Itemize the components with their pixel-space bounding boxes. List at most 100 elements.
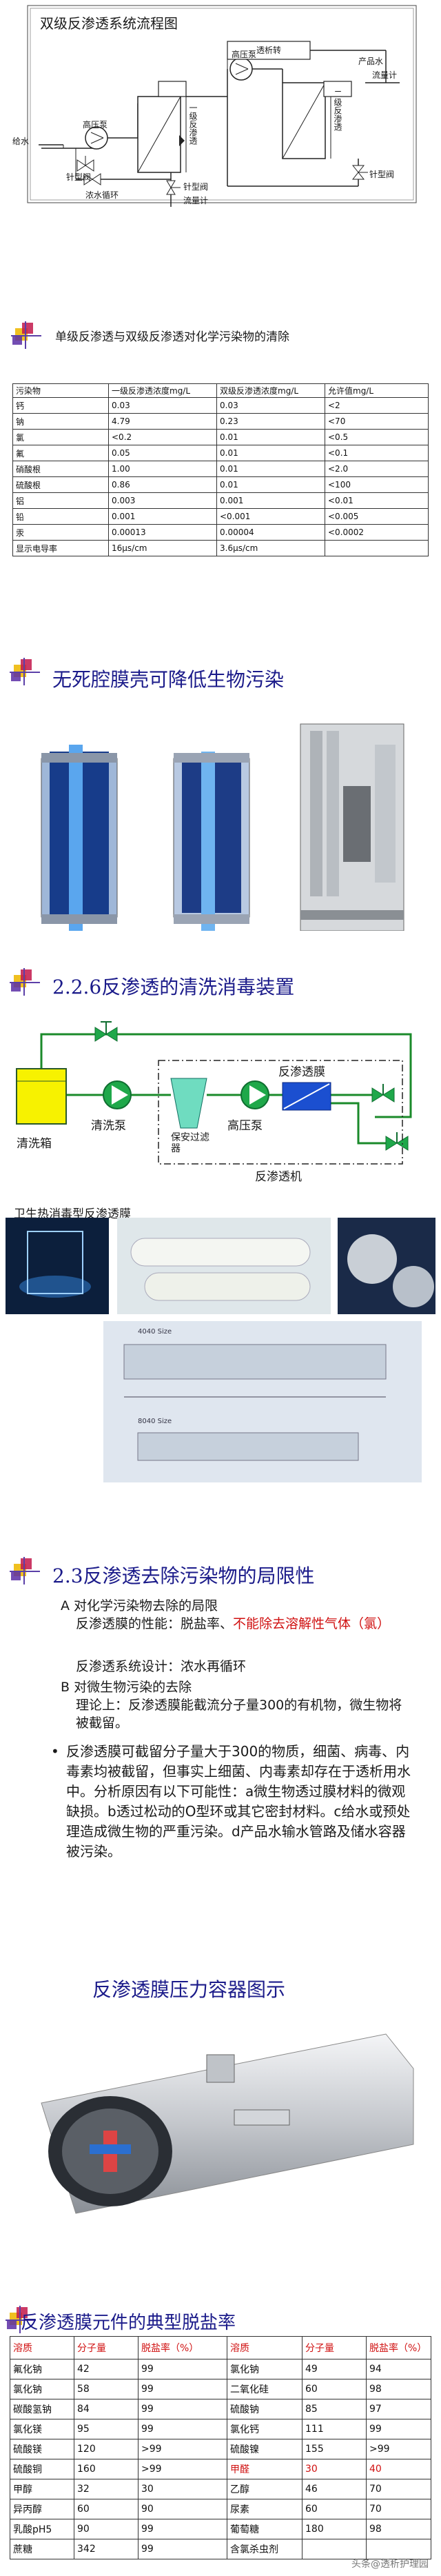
bullet-decoration xyxy=(10,658,40,685)
label-hp-pump1: 高压泵 xyxy=(83,120,108,130)
table-header: 脱盐率（%） xyxy=(138,2336,227,2359)
table-cell: 硫酸铜 xyxy=(10,2459,74,2479)
housing-images xyxy=(41,723,404,931)
watermark: 头条@透析护理园 xyxy=(351,2559,429,2570)
limits-b-line1: 理论上：反渗透膜能截流分子量300的有机物，微生物将被截留。 xyxy=(76,1698,402,1731)
table-cell: 98 xyxy=(366,2519,431,2539)
table-cell: 显示电导率 xyxy=(12,540,109,556)
table-cell: 342 xyxy=(74,2539,139,2559)
sanitary-images xyxy=(6,1218,435,1482)
label-tank: 清洗箱 xyxy=(17,1137,52,1151)
table-cell: 58 xyxy=(74,2379,139,2399)
table-cell: <0.005 xyxy=(325,508,429,525)
slide-sanitary: 卫生热消毒型反渗透膜 4040 Size 8040 Size xyxy=(0,1200,441,1482)
slide-vessel: 反渗透膜压力容器图示 xyxy=(0,1965,441,2227)
limits-para: • 反渗透膜可截留分子量大于300的物质，细菌、病毒、内毒素均被截留，但事实上细… xyxy=(51,1742,415,1862)
bullet-decoration xyxy=(10,968,40,996)
table-header: 溶质 xyxy=(10,2336,74,2359)
label-flowmeter1: 流量计 xyxy=(183,196,209,205)
table-cell: <0.1 xyxy=(325,445,429,461)
table-cell: 含氯杀虫剂 xyxy=(227,2539,302,2559)
table-cell: 85 xyxy=(302,2399,367,2419)
limits-b-head: B 对微生物污染的去除 xyxy=(61,1680,192,1695)
table-cell: 氯化镁 xyxy=(10,2419,74,2439)
table-cell: >99 xyxy=(138,2439,227,2459)
label-hp-pump: 高压泵 xyxy=(227,1119,263,1133)
table-cell: 0.00013 xyxy=(108,524,217,541)
label-pump: 清洗泵 xyxy=(91,1119,126,1133)
label-flowmeter2: 流量计 xyxy=(372,70,398,80)
table-cell: 钠 xyxy=(12,413,109,430)
table-cell: 30 xyxy=(138,2479,227,2499)
table-cell: 3.6μs/cm xyxy=(216,540,325,556)
table-cell: 160 xyxy=(74,2459,139,2479)
table-cell: 60 xyxy=(74,2499,139,2519)
table-cell xyxy=(325,540,429,556)
table-cell: 111 xyxy=(302,2419,367,2439)
table-cell: 硫酸镁 xyxy=(10,2439,74,2459)
table-cell: 99 xyxy=(138,2379,227,2399)
table-cell: 乙醇 xyxy=(227,2479,302,2499)
slide-flow-diagram: 双级反渗透系统流程图 xyxy=(0,0,441,207)
table-cell: 46 xyxy=(302,2479,367,2499)
label-needle3: 针型阀 xyxy=(369,170,395,179)
table-cell xyxy=(302,2539,367,2559)
table-cell: 0.01 xyxy=(216,476,325,493)
table-cell: 二氧化硅 xyxy=(227,2379,302,2399)
limits-a-line1-red: 不能除去溶解性气体（氯） xyxy=(233,1616,391,1631)
table-cell: >99 xyxy=(366,2439,431,2459)
table-cell: <0.0002 xyxy=(325,524,429,541)
table-cell: 99 xyxy=(366,2419,431,2439)
bullet-decoration xyxy=(10,1557,40,1584)
table-cell: 60 xyxy=(302,2499,367,2519)
limits-a-head: A 对化学污染物去除的局限 xyxy=(61,1598,218,1613)
slide-cleaning: 2.2.6反渗透的清洗消毒装置 xyxy=(0,965,441,1186)
label-needle1: 针型阀 xyxy=(66,172,92,182)
removal-title: 单级反渗透与双级反渗透对化学污染物的清除 xyxy=(55,330,289,344)
table-cell: <0.2 xyxy=(108,429,217,445)
table-cell: 碳酸氢钠 xyxy=(10,2399,74,2419)
table-cell: 32 xyxy=(74,2479,139,2499)
table-cell: 氟 xyxy=(12,445,109,461)
table-cell: 异丙醇 xyxy=(10,2499,74,2519)
deadspace-title: 无死腔膜壳可降低生物污染 xyxy=(52,668,285,691)
label-machine: 反渗透机 xyxy=(255,1170,302,1184)
table-cell: 0.05 xyxy=(108,445,217,461)
table-header: 双级反渗透浓度mg/L xyxy=(216,383,325,398)
table-cell: 尿素 xyxy=(227,2499,302,2519)
limits-a-line2: 反渗透系统设计：浓水再循环 xyxy=(76,1659,247,1674)
table-cell: 0.001 xyxy=(216,492,325,509)
table-cell: 硝酸根 xyxy=(12,461,109,477)
table-header: 允许值mg/L xyxy=(325,383,429,398)
table-cell: 60 xyxy=(302,2379,367,2399)
label-filter: 保安过滤器 xyxy=(171,1132,209,1154)
table-cell: 0.23 xyxy=(216,413,325,430)
table-cell: 0.86 xyxy=(108,476,217,493)
bullet-decoration xyxy=(11,321,41,349)
table-cell: 42 xyxy=(74,2359,139,2379)
slide-rejection: 反渗透膜元件的典型脱盐率 溶质 分子量 脱盐率（%） 溶质 分子量 脱盐率（%）… xyxy=(0,2300,441,2576)
table-cell: 84 xyxy=(74,2399,139,2419)
table-cell: 4.79 xyxy=(108,413,217,430)
label-permeate-tank: 透析转 xyxy=(256,46,282,55)
table-cell: <100 xyxy=(325,476,429,493)
table-cell: 钙 xyxy=(12,397,109,414)
limits-a-line1: 反渗透膜的性能：脱盐率、不能除去溶解性气体（氯） xyxy=(76,1615,420,1633)
slide-removal-table: 单级反渗透与双级反渗透对化学污染物的清除 污染物 一级反渗透浓度mg/L 双级反… xyxy=(0,317,441,607)
bullet-decoration xyxy=(6,2306,36,2333)
label-feed: 给水 xyxy=(12,137,30,146)
table-cell: 0.01 xyxy=(216,429,325,445)
table-cell: 铝 xyxy=(12,492,109,509)
table-cell: >99 xyxy=(138,2459,227,2479)
